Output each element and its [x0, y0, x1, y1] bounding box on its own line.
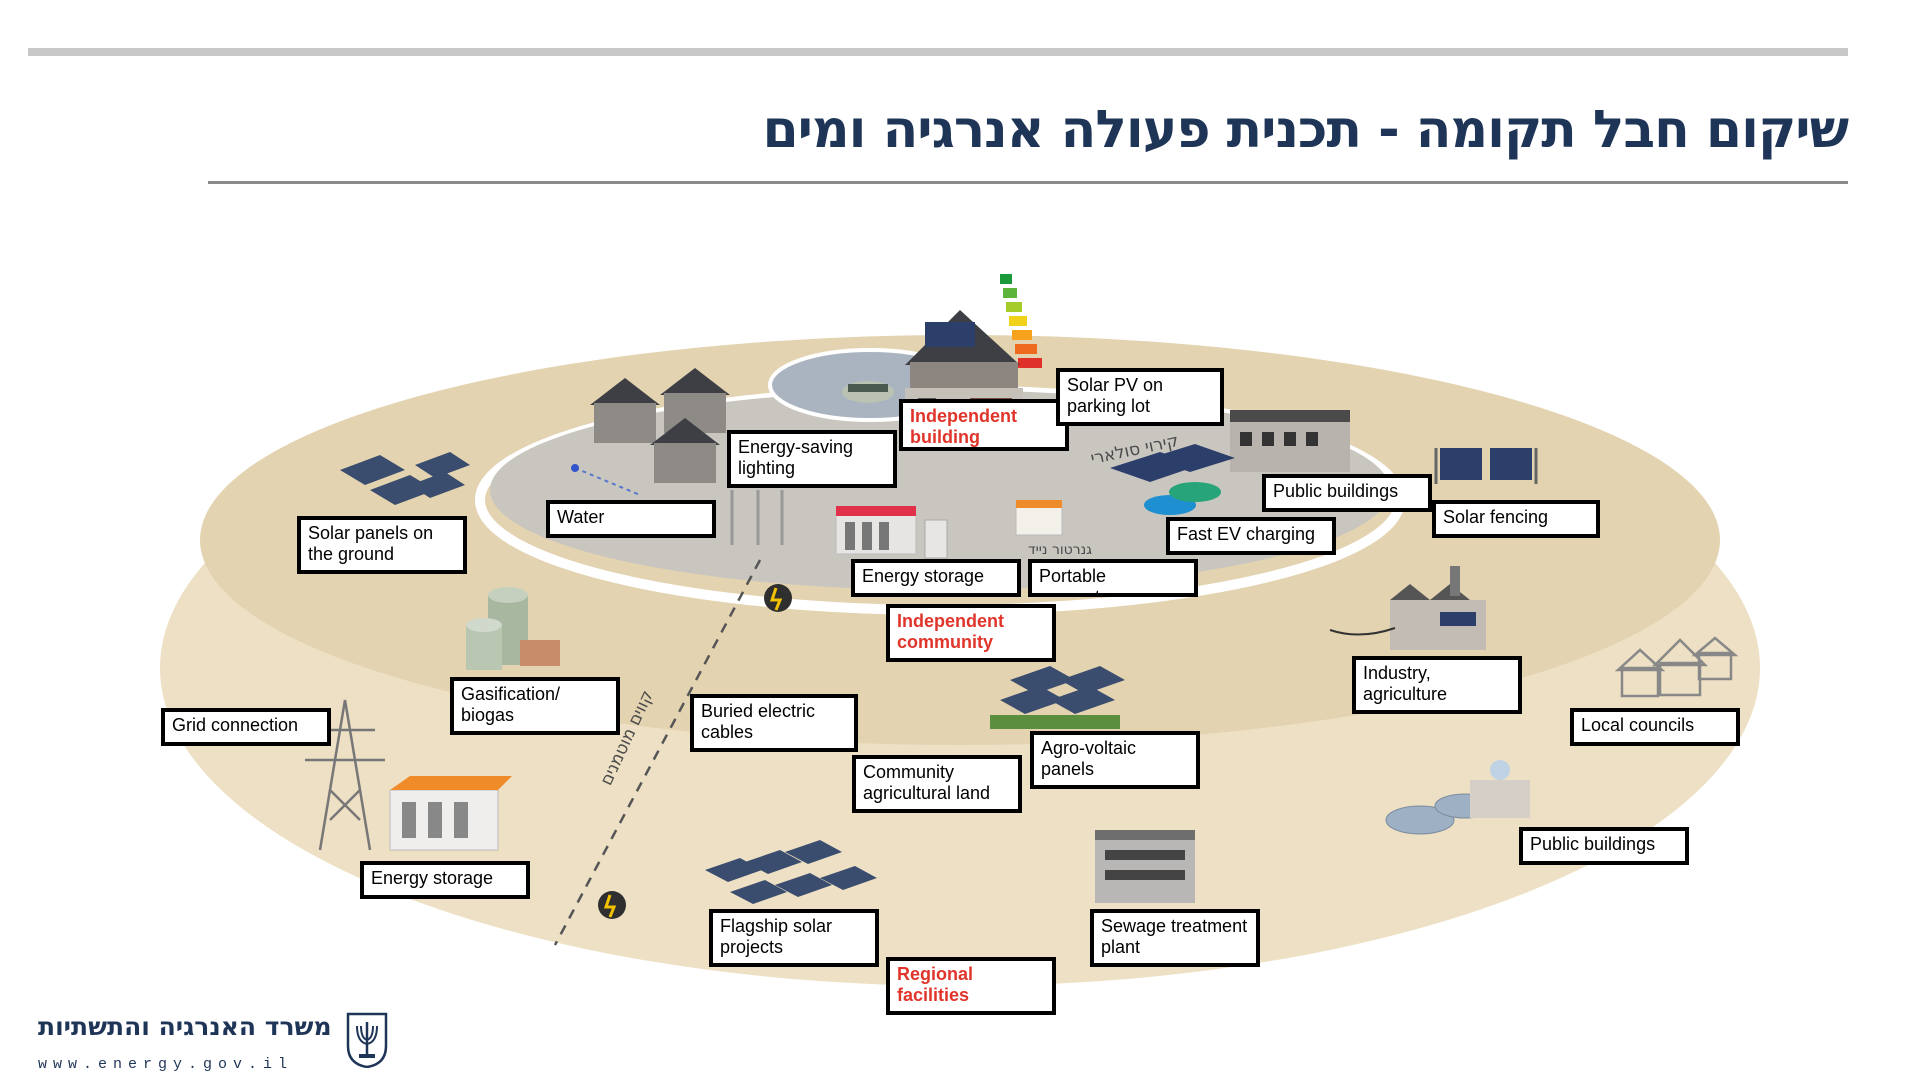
page-title: שיקום חבל תקומה - תכנית פעולה אנרגיה ומי… — [762, 100, 1849, 160]
treatment-plant-building-icon — [1095, 830, 1195, 903]
factory-icon — [1390, 566, 1486, 650]
energy-rating-icon — [1000, 274, 1042, 368]
flagship-solar-farm-icon — [705, 840, 877, 904]
energy-storage-unit-icon — [389, 776, 512, 851]
label-local-councils: Local councils — [1570, 708, 1740, 746]
biogas-tanks-icon — [466, 587, 560, 670]
street-lights-icon — [730, 490, 784, 545]
label-grid-connection: Grid connection — [161, 708, 331, 746]
water-treatment-icon — [1385, 760, 1530, 835]
buried-lines — [553, 559, 762, 946]
label-agro-voltaic: Agro-voltaic panels — [1030, 731, 1200, 789]
solar-fence-icon — [1434, 448, 1538, 484]
label-fast-ev-charging: Fast EV charging — [1166, 517, 1336, 555]
label-solar-panels-ground: Solar panels on the ground — [297, 516, 467, 574]
top-rule — [28, 48, 1848, 56]
label-portable-generator: Portable generator — [1028, 559, 1198, 597]
energy-storage-container-icon — [835, 506, 948, 559]
electric-car-icon — [842, 381, 894, 403]
label-independent-building: Independent building — [899, 399, 1069, 451]
industry-power-line — [1329, 627, 1396, 636]
ground-solar-panels-icon — [340, 452, 470, 505]
label-energy-storage-left: Energy storage — [360, 861, 530, 899]
agrovoltaic-panels-icon — [990, 666, 1125, 729]
label-buried-cables: Buried electric cables — [690, 694, 858, 752]
label-sewage-treatment: Sewage treatment plant — [1090, 909, 1260, 967]
title-underline — [208, 181, 1848, 184]
label-flagship-solar: Flagship solar projects — [709, 909, 879, 967]
label-industry-agriculture: Industry, agriculture — [1352, 656, 1522, 714]
public-building-icon — [1230, 410, 1350, 472]
label-community-agri-land: Community agricultural land — [852, 755, 1022, 813]
label-gasification-biogas: Gasification/ biogas — [450, 677, 620, 735]
label-regional-facilities: Regional facilities — [886, 957, 1056, 1015]
state-emblem-icon — [346, 1012, 388, 1068]
houses-cluster-icon — [590, 368, 730, 483]
solar-carport-icon — [1110, 444, 1235, 515]
label-solar-fencing: Solar fencing — [1432, 500, 1600, 538]
generator-annotation: גנרטור נייד — [1028, 542, 1093, 558]
label-independent-community: Independent community — [886, 604, 1056, 662]
label-water: Water — [546, 500, 716, 538]
village-houses-icon — [1614, 636, 1739, 698]
ministry-logo: משרד האנרגיה והתשתיות www.energy.gov.il — [38, 1012, 398, 1080]
ministry-name: משרד האנרגיה והתשתיות — [38, 1012, 332, 1041]
label-public-buildings-right: Public buildings — [1519, 827, 1689, 865]
transformer-icon-lower — [598, 891, 626, 919]
label-public-buildings-top: Public buildings — [1262, 474, 1432, 512]
ministry-url: www.energy.gov.il — [38, 1056, 294, 1073]
label-energy-storage-center: Energy storage — [851, 559, 1021, 597]
transformer-icon-upper — [764, 584, 792, 612]
label-energy-saving-lighting: Energy-saving lighting — [727, 430, 897, 488]
portable-generator-icon — [1015, 500, 1063, 536]
building-disc — [490, 390, 1390, 590]
label-solar-pv-parking: Solar PV on parking lot — [1056, 368, 1224, 426]
